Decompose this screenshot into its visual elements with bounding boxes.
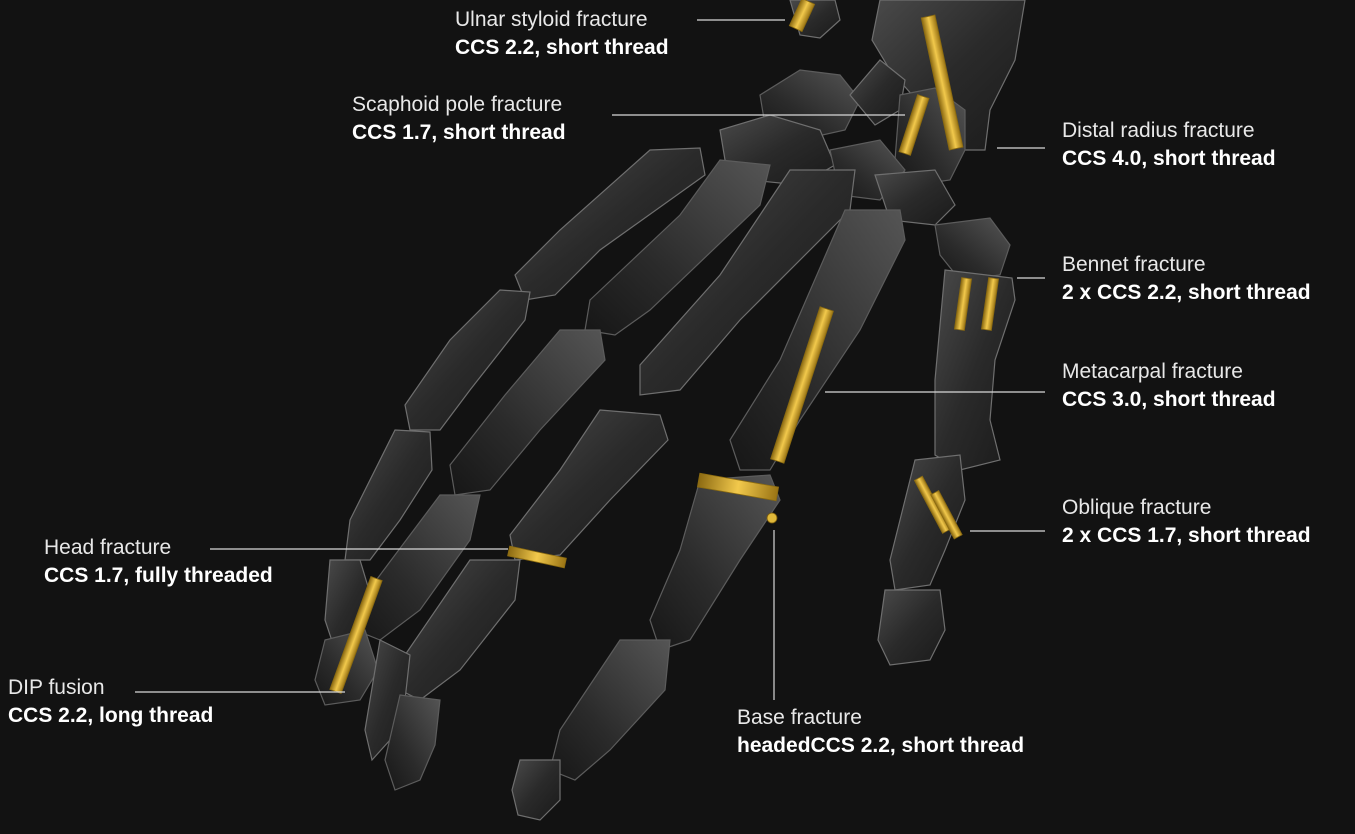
callout-name: Distal radius fracture bbox=[1062, 117, 1276, 145]
callout-base: Base fracture headedCCS 2.2, short threa… bbox=[737, 704, 1024, 760]
callout-spec: CCS 1.7, short thread bbox=[352, 119, 566, 147]
callout-name: Head fracture bbox=[44, 534, 273, 562]
callout-metacarpal: Metacarpal fracture CCS 3.0, short threa… bbox=[1062, 358, 1276, 414]
callout-ulnar-styloid: Ulnar styloid fracture CCS 2.2, short th… bbox=[455, 6, 669, 62]
callout-oblique: Oblique fracture 2 x CCS 1.7, short thre… bbox=[1062, 494, 1311, 550]
callout-spec: CCS 2.2, long thread bbox=[8, 702, 213, 730]
callout-name: Metacarpal fracture bbox=[1062, 358, 1276, 386]
callout-spec: CCS 3.0, short thread bbox=[1062, 386, 1276, 414]
callout-name: Oblique fracture bbox=[1062, 494, 1311, 522]
callout-name: Scaphoid pole fracture bbox=[352, 91, 566, 119]
callout-scaphoid-pole: Scaphoid pole fracture CCS 1.7, short th… bbox=[352, 91, 566, 147]
callout-spec: headedCCS 2.2, short thread bbox=[737, 732, 1024, 760]
callout-spec: 2 x CCS 1.7, short thread bbox=[1062, 522, 1311, 550]
callout-name: DIP fusion bbox=[8, 674, 213, 702]
callout-name: Bennet fracture bbox=[1062, 251, 1311, 279]
callout-dip-fusion: DIP fusion CCS 2.2, long thread bbox=[8, 674, 213, 730]
callout-head: Head fracture CCS 1.7, fully threaded bbox=[44, 534, 273, 590]
distal-phalanges bbox=[315, 430, 945, 820]
callout-distal-radius: Distal radius fracture CCS 4.0, short th… bbox=[1062, 117, 1276, 173]
callout-spec: CCS 4.0, short thread bbox=[1062, 145, 1276, 173]
callout-spec: CCS 2.2, short thread bbox=[455, 34, 669, 62]
callout-name: Base fracture bbox=[737, 704, 1024, 732]
callout-name: Ulnar styloid fracture bbox=[455, 6, 669, 34]
callout-spec: CCS 1.7, fully threaded bbox=[44, 562, 273, 590]
screw-base-head bbox=[767, 513, 777, 523]
callout-bennet: Bennet fracture 2 x CCS 2.2, short threa… bbox=[1062, 251, 1311, 307]
callout-spec: 2 x CCS 2.2, short thread bbox=[1062, 279, 1311, 307]
